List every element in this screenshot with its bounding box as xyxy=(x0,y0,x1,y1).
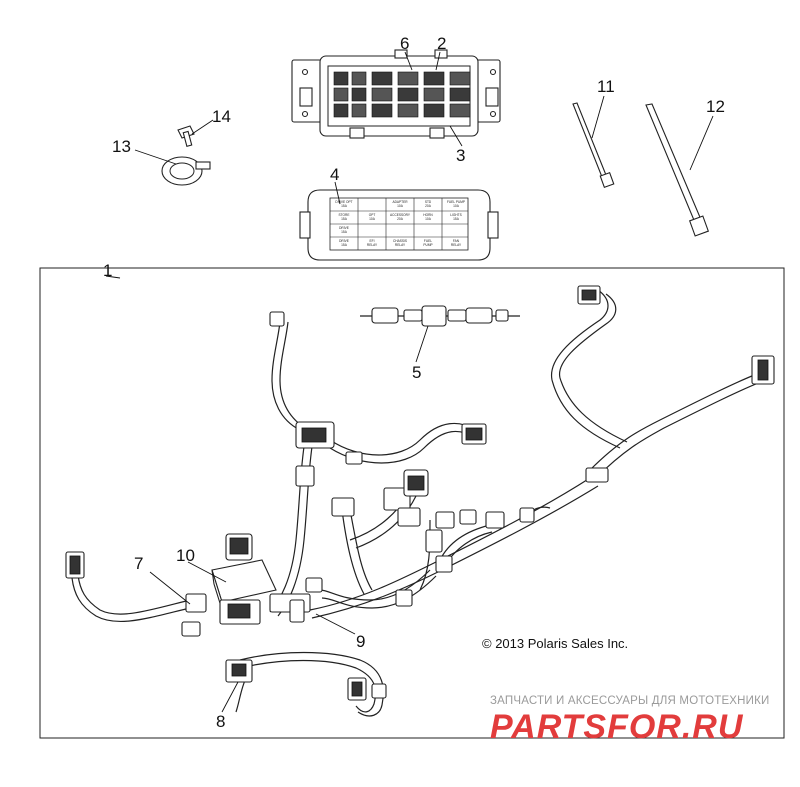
fuse-slot xyxy=(371,71,393,86)
callout-1: 1 xyxy=(103,261,112,280)
callout-labels: 1 2 3 4 5 6 7 8 9 10 11 12 13 14 xyxy=(103,34,725,731)
inline-fuse-harness-5 xyxy=(360,305,520,327)
fuse-label-text: 10A xyxy=(453,204,460,208)
fuse-label-text: RELAY xyxy=(395,243,406,247)
fuse-slot xyxy=(449,103,471,118)
callout-2: 2 xyxy=(437,34,446,53)
fuse-label-text: STORE xyxy=(339,213,350,217)
fuse-slot xyxy=(351,103,367,118)
fuse-slot xyxy=(351,71,367,86)
fuse-label-text: 20A xyxy=(397,217,404,221)
clamp-13 xyxy=(161,156,211,186)
fuse-label-text: 10A xyxy=(425,217,432,221)
fuse-slot xyxy=(371,87,393,102)
fuse-slot xyxy=(371,103,393,118)
fuse-label-text: ADAPTER xyxy=(392,200,408,204)
fuse-label-text: 15A xyxy=(341,217,348,221)
cable-tie-12 xyxy=(645,103,710,237)
fuse-slot xyxy=(397,87,419,102)
harness-assembly-frame xyxy=(39,267,785,739)
fuse-slot xyxy=(397,71,419,86)
leader-lines xyxy=(105,51,714,713)
fuse-label-text: LIGHTS xyxy=(450,213,462,217)
fuse-label-text: STD xyxy=(425,200,432,204)
fuse-label-text: 15A xyxy=(341,243,348,247)
fuse-label-text: 10A xyxy=(397,204,404,208)
callout-8: 8 xyxy=(216,712,225,731)
copyright-text: © 2013 Polaris Sales Inc. xyxy=(482,636,628,651)
fuse-slot xyxy=(397,103,419,118)
callout-3: 3 xyxy=(456,146,465,165)
fuse-label-text: 15A xyxy=(341,204,348,208)
callout-11: 11 xyxy=(597,77,615,96)
fuse-label-text: FAN xyxy=(453,239,460,243)
callout-13: 13 xyxy=(112,137,131,156)
fuse-label-text: OPT xyxy=(369,213,376,217)
fuse-label-text: RELAY xyxy=(367,243,378,247)
fuse-label-text: DRIVE xyxy=(339,239,349,243)
fuse-label-text: DRIVE xyxy=(339,226,349,230)
fuse-label-text: 15A xyxy=(453,217,460,221)
fuse-label-text: HORN xyxy=(423,213,433,217)
callout-6: 6 xyxy=(400,34,409,53)
watermark-logo: PARTSFOR.RU xyxy=(490,708,744,746)
fuse-label-text: CHASSIS xyxy=(393,239,407,243)
cable-tie-11 xyxy=(572,102,615,189)
fuse-label-text: RELAY xyxy=(451,243,462,247)
callout-12: 12 xyxy=(706,97,725,116)
fuse-label-text: DRIVE OPT xyxy=(335,200,352,204)
callout-9: 9 xyxy=(356,632,365,651)
fuse-slot xyxy=(333,71,349,86)
fuse-label-text: EFI xyxy=(370,239,375,243)
fuse-slot xyxy=(333,87,349,102)
fuse-label-text: 15A xyxy=(341,230,348,234)
fuse-label-text: FUEL PUMP xyxy=(447,200,465,204)
fuse-slot xyxy=(351,87,367,102)
harness-connectors xyxy=(65,285,775,701)
callout-7: 7 xyxy=(134,554,143,573)
callout-10: 10 xyxy=(176,546,195,565)
fuse-label-text: 10A xyxy=(369,217,376,221)
fuse-relay-box-assembly xyxy=(291,49,501,139)
bolt-14 xyxy=(177,125,195,147)
callout-4: 4 xyxy=(330,165,339,184)
fuse-label-text: PUMP xyxy=(423,243,432,247)
fuse-grid xyxy=(333,71,471,118)
fuse-slot xyxy=(423,71,445,86)
fuse-slot xyxy=(333,103,349,118)
fuse-slot xyxy=(449,87,471,102)
fuse-slot xyxy=(423,87,445,102)
fuse-slot xyxy=(449,71,471,86)
watermark-tagline: ЗАПЧАСТИ И АКСЕССУАРЫ ДЛЯ МОТОТЕХНИКИ xyxy=(490,695,770,707)
fuse-label-text: FUEL xyxy=(424,239,432,243)
callout-14: 14 xyxy=(212,107,231,126)
callout-5: 5 xyxy=(412,363,421,382)
fuse-label-text: 20A xyxy=(425,204,432,208)
fuse-slot xyxy=(423,103,445,118)
fuse-label-text: ACCESSORY xyxy=(390,213,411,217)
